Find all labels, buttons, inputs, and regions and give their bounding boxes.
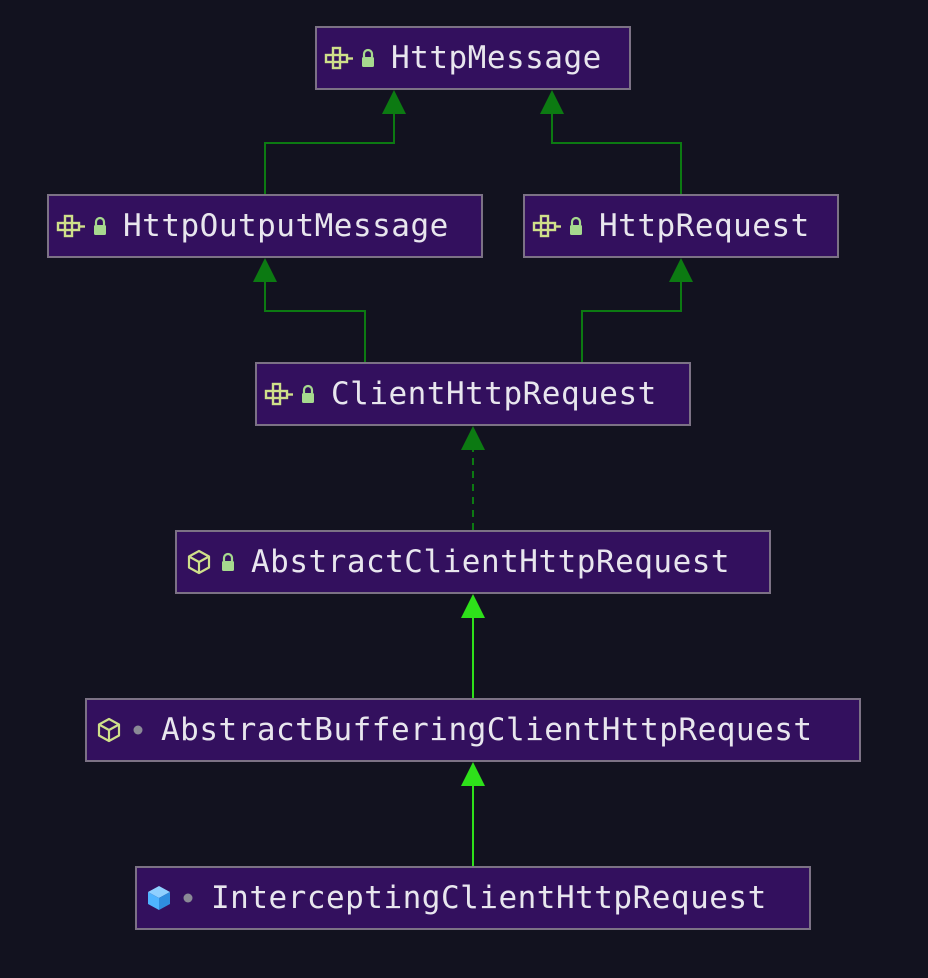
lock-icon [89, 215, 111, 237]
interface-icon [263, 378, 295, 410]
class-name-label: HttpMessage [391, 39, 602, 76]
class-node-client-http-request[interactable]: ClientHttpRequest [255, 362, 691, 426]
class-name-label: HttpOutputMessage [123, 207, 449, 244]
interface-icon [55, 210, 87, 242]
inheritance-edge-AbstractClientHttpRequest-to-ClientHttpRequest [461, 426, 485, 530]
class-name-label: HttpRequest [599, 207, 810, 244]
inheritance-edge-HttpRequest-to-HttpMessage [540, 90, 682, 194]
package-private-dot-icon [127, 719, 149, 741]
lock-icon [565, 215, 587, 237]
class-node-abstract-client-http-request[interactable]: AbstractClientHttpRequest [175, 530, 771, 594]
class-icon [143, 882, 175, 914]
interface-icon [323, 42, 355, 74]
class-node-intercepting-client-http-request[interactable]: InterceptingClientHttpRequest [135, 866, 811, 930]
class-node-http-message[interactable]: HttpMessage [315, 26, 631, 90]
interface-icon [531, 210, 563, 242]
inheritance-edge-ClientHttpRequest-to-HttpRequest [581, 258, 693, 362]
abstract-class-icon [183, 546, 215, 578]
package-private-dot-icon [177, 887, 199, 909]
lock-icon [217, 551, 239, 573]
class-name-label: ClientHttpRequest [331, 375, 657, 412]
lock-icon [297, 383, 319, 405]
lock-icon [357, 47, 379, 69]
class-node-http-request[interactable]: HttpRequest [523, 194, 839, 258]
inheritance-edge-InterceptingClientHttpRequest-to-AbstractBufferingClientHttpRequest [461, 762, 485, 866]
class-name-label: AbstractBufferingClientHttpRequest [161, 711, 813, 748]
class-name-label: AbstractClientHttpRequest [251, 543, 731, 580]
inheritance-edge-HttpOutputMessage-to-HttpMessage [264, 90, 406, 194]
inheritance-edge-ClientHttpRequest-to-HttpOutputMessage [253, 258, 366, 362]
class-node-http-output-message[interactable]: HttpOutputMessage [47, 194, 483, 258]
class-node-abstract-buffering-client-http-request[interactable]: AbstractBufferingClientHttpRequest [85, 698, 861, 762]
inheritance-edge-AbstractBufferingClientHttpRequest-to-AbstractClientHttpRequest [461, 594, 485, 698]
class-name-label: InterceptingClientHttpRequest [211, 879, 767, 916]
abstract-class-icon [93, 714, 125, 746]
